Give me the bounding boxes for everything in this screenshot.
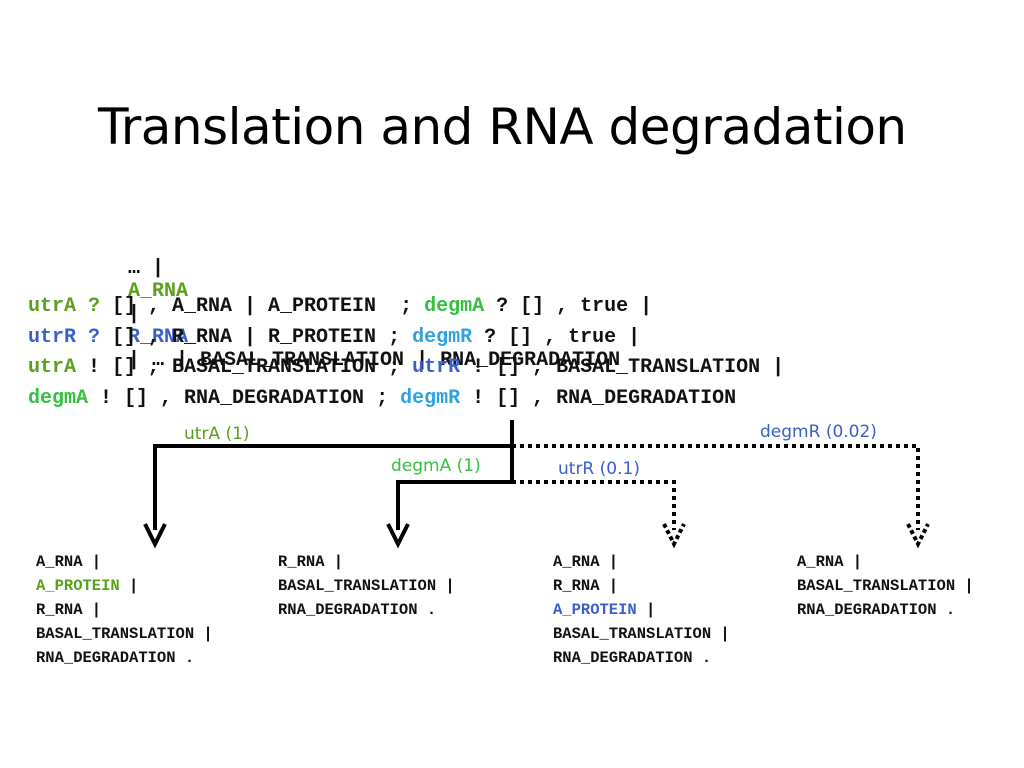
arrow-utrA-line xyxy=(153,420,514,530)
result-token: A_RNA | xyxy=(553,553,619,571)
result-token: BASAL_TRANSLATION | xyxy=(797,577,974,595)
rule-degm-send: degmA ! [] , RNA_DEGRADATION ; degmR ! [… xyxy=(28,384,784,415)
rule-utrR-translate: utrR ? [] , R_RNA | R_PROTEIN ; degmR ? … xyxy=(28,323,784,354)
result-token: A_RNA | xyxy=(36,553,102,571)
result-token: RNA_DEGRADATION . xyxy=(36,649,195,667)
result-token: RNA_DEGRADATION . xyxy=(797,601,956,619)
result-token: A_RNA | xyxy=(797,553,863,571)
rule-token: [] , R_RNA | R_PROTEIN ; xyxy=(100,325,413,349)
rate-label-utrR: utrR (0.1) xyxy=(558,459,640,479)
rule-token: utrA ? xyxy=(28,295,101,318)
result-line: R_RNA | xyxy=(36,598,213,622)
rule-token: ! [] , BASAL_TRANSLATION ; xyxy=(76,356,413,379)
result-token: | xyxy=(119,577,139,595)
result-line: BASAL_TRANSLATION | xyxy=(36,622,213,646)
rule-token: degmR xyxy=(400,386,461,410)
rate-label-utrA: utrA (1) xyxy=(184,424,250,444)
rule-token: ! [] , RNA_DEGRADATION ; xyxy=(88,386,401,410)
result-line: BASAL_TRANSLATION | xyxy=(553,622,730,646)
rate-label-degmR: degmR (0.02) xyxy=(760,422,877,442)
result-token: RNA_DEGRADATION . xyxy=(278,601,437,619)
state-separator: | xyxy=(128,303,141,326)
state-expression: … | A_RNA | R_RNA | … | BASAL_TRANSLATIO… xyxy=(80,234,620,395)
result-line: A_RNA | xyxy=(553,550,730,574)
state-rest: | … | BASAL_TRANSLATION | RNA_DEGRADATIO… xyxy=(128,349,621,372)
result-token: RNA_DEGRADATION . xyxy=(553,649,712,667)
arrow-degmR-head xyxy=(906,523,930,549)
rule-token: degmA xyxy=(28,386,89,410)
result-token: A_PROTEIN xyxy=(553,601,637,619)
result-line: RNA_DEGRADATION . xyxy=(797,598,974,622)
rule-token: ! [] , RNA_DEGRADATION xyxy=(460,386,737,410)
arrow-utrA-head xyxy=(143,523,167,549)
result-line: A_RNA | xyxy=(36,550,213,574)
state-ellipsis: … | xyxy=(128,257,165,280)
result-line: RNA_DEGRADATION . xyxy=(278,598,455,622)
state-a-rna: A_RNA xyxy=(128,280,189,303)
rules-block: utrA ? [] , A_RNA | A_PROTEIN ; degmA ? … xyxy=(28,292,784,414)
result-line: RNA_DEGRADATION . xyxy=(36,646,213,670)
rule-token: ? [] , true | xyxy=(484,295,653,318)
result-line: A_PROTEIN | xyxy=(553,598,730,622)
result-line: R_RNA | xyxy=(553,574,730,598)
rule-token: [] , A_RNA | A_PROTEIN ; xyxy=(100,295,425,318)
result-token: BASAL_TRANSLATION | xyxy=(553,625,730,643)
rate-label-degmA: degmA (1) xyxy=(391,456,481,476)
slide-title: Translation and RNA degradation xyxy=(98,98,907,156)
result-degmA: R_RNA | BASAL_TRANSLATION | RNA_DEGRADATIO… xyxy=(278,550,455,622)
arrow-degmA-head xyxy=(386,523,410,549)
result-line: R_RNA | xyxy=(278,550,455,574)
result-token: R_RNA | xyxy=(278,553,344,571)
result-line: A_RNA | xyxy=(797,550,974,574)
result-token: R_RNA | xyxy=(36,601,102,619)
rule-token: degmA xyxy=(424,295,485,318)
result-line: A_PROTEIN | xyxy=(36,574,213,598)
rule-token: ? [] , true | xyxy=(472,325,641,349)
result-token: R_RNA | xyxy=(553,577,619,595)
result-line: BASAL_TRANSLATION | xyxy=(278,574,455,598)
result-degmR: A_RNA | BASAL_TRANSLATION | RNA_DEGRADATIO… xyxy=(797,550,974,622)
result-utrA: A_RNA | A_PROTEIN | R_RNA | BASAL_TRANSLATI… xyxy=(36,550,213,670)
result-token: BASAL_TRANSLATION | xyxy=(278,577,455,595)
result-token: | xyxy=(636,601,656,619)
result-token: A_PROTEIN xyxy=(36,577,120,595)
arrow-degmA-line xyxy=(396,446,514,530)
arrow-utrR-head xyxy=(662,523,686,549)
rule-token: utrR ? xyxy=(28,325,101,349)
rule-token: utrA xyxy=(28,356,77,379)
rule-utrA-translate: utrA ? [] , A_RNA | A_PROTEIN ; degmA ? … xyxy=(28,292,784,323)
result-line: BASAL_TRANSLATION | xyxy=(797,574,974,598)
state-r-rna: R_RNA xyxy=(128,326,189,349)
result-line: RNA_DEGRADATION . xyxy=(553,646,730,670)
rule-token: ! [] , BASAL_TRANSLATION | xyxy=(460,356,785,379)
rule-token: utrR xyxy=(412,356,461,379)
result-token: BASAL_TRANSLATION | xyxy=(36,625,213,643)
rule-utr-send: utrA ! [] , BASAL_TRANSLATION ; utrR ! [… xyxy=(28,353,784,384)
arrow-utrR-line xyxy=(512,480,676,530)
result-utrR: A_RNA | R_RNA | A_PROTEIN | BASAL_TRANSLATI… xyxy=(553,550,730,670)
rule-token: degmR xyxy=(412,325,473,349)
